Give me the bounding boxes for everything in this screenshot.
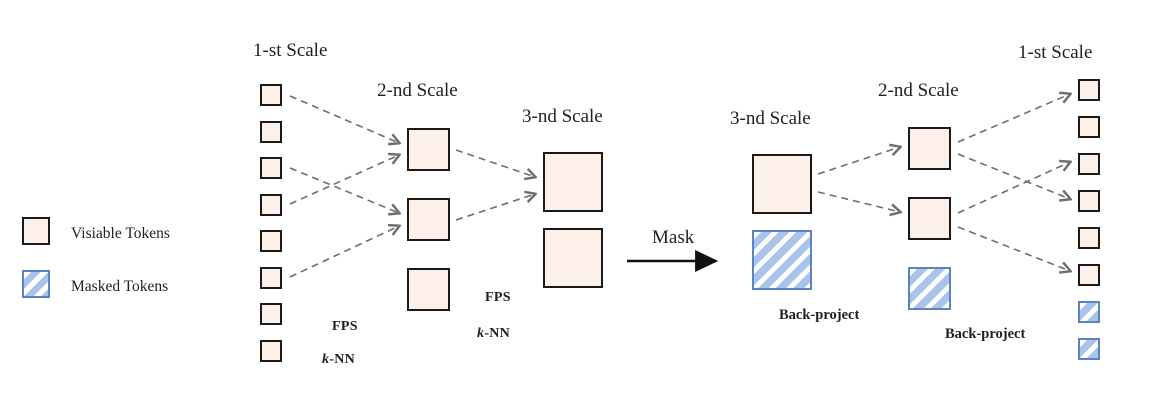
fps-arrow (289, 155, 399, 205)
masked-token-swatch (22, 270, 50, 298)
back-project-arrow (817, 147, 900, 175)
decoder-scale3-label: 3-nd Scale (730, 108, 811, 129)
visible-token (908, 127, 951, 170)
visible-token (407, 198, 450, 241)
masked-token (1078, 301, 1100, 323)
knn-rest: -NN (484, 326, 511, 341)
visible-token (260, 157, 282, 179)
masked-token (908, 267, 951, 310)
visible-token (260, 266, 282, 289)
visible-token (260, 230, 282, 252)
legend-masked-label: Masked Tokens (71, 278, 169, 295)
fps-arrow (455, 149, 535, 177)
fps-arrow (455, 194, 535, 221)
visible-token (1078, 264, 1100, 286)
visible-token (407, 268, 450, 311)
decoder-scale1-tokens (1078, 79, 1100, 360)
masked-token (1078, 338, 1100, 360)
knn-k: k (322, 352, 330, 367)
back-project-arrow (817, 191, 900, 212)
knn-rest: -NN (329, 352, 356, 367)
decoder-scale2-label: 2-nd Scale (878, 80, 959, 101)
back-project-arrow (957, 226, 1070, 271)
encoder-scale1-label: 1-st Scale (253, 40, 328, 61)
knn-label-1: k-NN (322, 352, 356, 368)
encoder-scale1-tokens (260, 84, 282, 362)
fps-arrow (289, 167, 399, 213)
visible-token (543, 228, 603, 288)
fps-arrow (289, 95, 399, 143)
back-project-arrow (957, 162, 1070, 214)
fps-label-2: FPS (485, 290, 511, 305)
knn-k: k (477, 326, 485, 341)
back-project-label-2: Back-project (945, 326, 1026, 342)
back-project-arrow (957, 153, 1070, 199)
visible-token (1078, 153, 1100, 175)
back-project-label-1: Back-project (779, 307, 860, 323)
visible-token (260, 120, 282, 143)
visible-token (1078, 79, 1100, 101)
decoder-scale1-label: 1-st Scale (1018, 42, 1093, 63)
fps-label-1: FPS (332, 319, 358, 334)
masked-token (752, 230, 812, 290)
fps-arrow (289, 226, 399, 278)
decoder-scale3-tokens (752, 154, 812, 290)
mask-label: Mask (652, 227, 695, 248)
encoder-scale3-label: 3-nd Scale (522, 106, 603, 127)
visible-token (260, 84, 282, 106)
visible-token (543, 152, 603, 212)
decoder-scale2-tokens (908, 127, 951, 310)
back-project-arrow (957, 94, 1070, 143)
visible-token (407, 128, 450, 171)
knn-label-2: k-NN (477, 326, 511, 342)
visible-token (908, 197, 951, 240)
visible-token (260, 193, 282, 216)
visible-token (1078, 227, 1100, 249)
legend-visible-label: Visiable Tokens (71, 225, 170, 242)
visible-token (1078, 116, 1100, 138)
visible-token (1078, 190, 1100, 212)
visible-token (260, 303, 282, 325)
visible-token (260, 339, 282, 362)
visible-token-swatch (22, 217, 50, 245)
encoder-scale2-tokens (407, 128, 450, 311)
visible-token (752, 154, 812, 214)
encoder-scale3-tokens (543, 152, 603, 288)
encoder-scale2-label: 2-nd Scale (377, 80, 458, 101)
